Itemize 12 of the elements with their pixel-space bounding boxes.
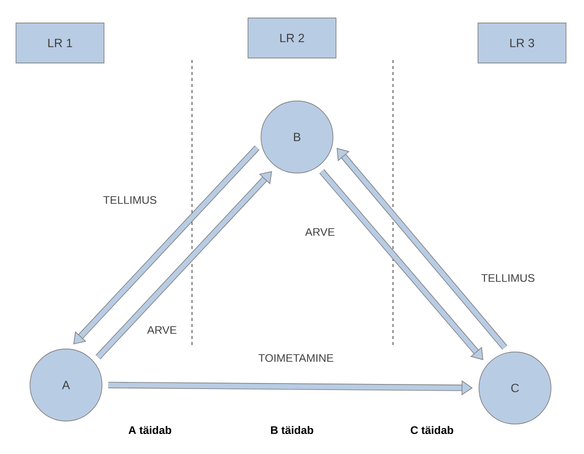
lane-caption: B täidab bbox=[271, 426, 314, 434]
lane-caption: C täidab bbox=[410, 426, 454, 434]
edge-label: ARVE bbox=[304, 227, 336, 237]
lane-box: LR 2 bbox=[248, 18, 336, 58]
edge-label: TELLIMUS bbox=[480, 273, 536, 283]
edge-label: TOIMETAMINE bbox=[257, 353, 335, 363]
block-arrow bbox=[73, 146, 260, 344]
lane-box: LR 3 bbox=[478, 22, 566, 64]
lane-box: LR 1 bbox=[16, 22, 104, 64]
lane-caption: A täidab bbox=[128, 426, 172, 434]
edge-label: ARVE bbox=[146, 325, 178, 335]
edge-label: TELLIMUS bbox=[102, 195, 158, 205]
